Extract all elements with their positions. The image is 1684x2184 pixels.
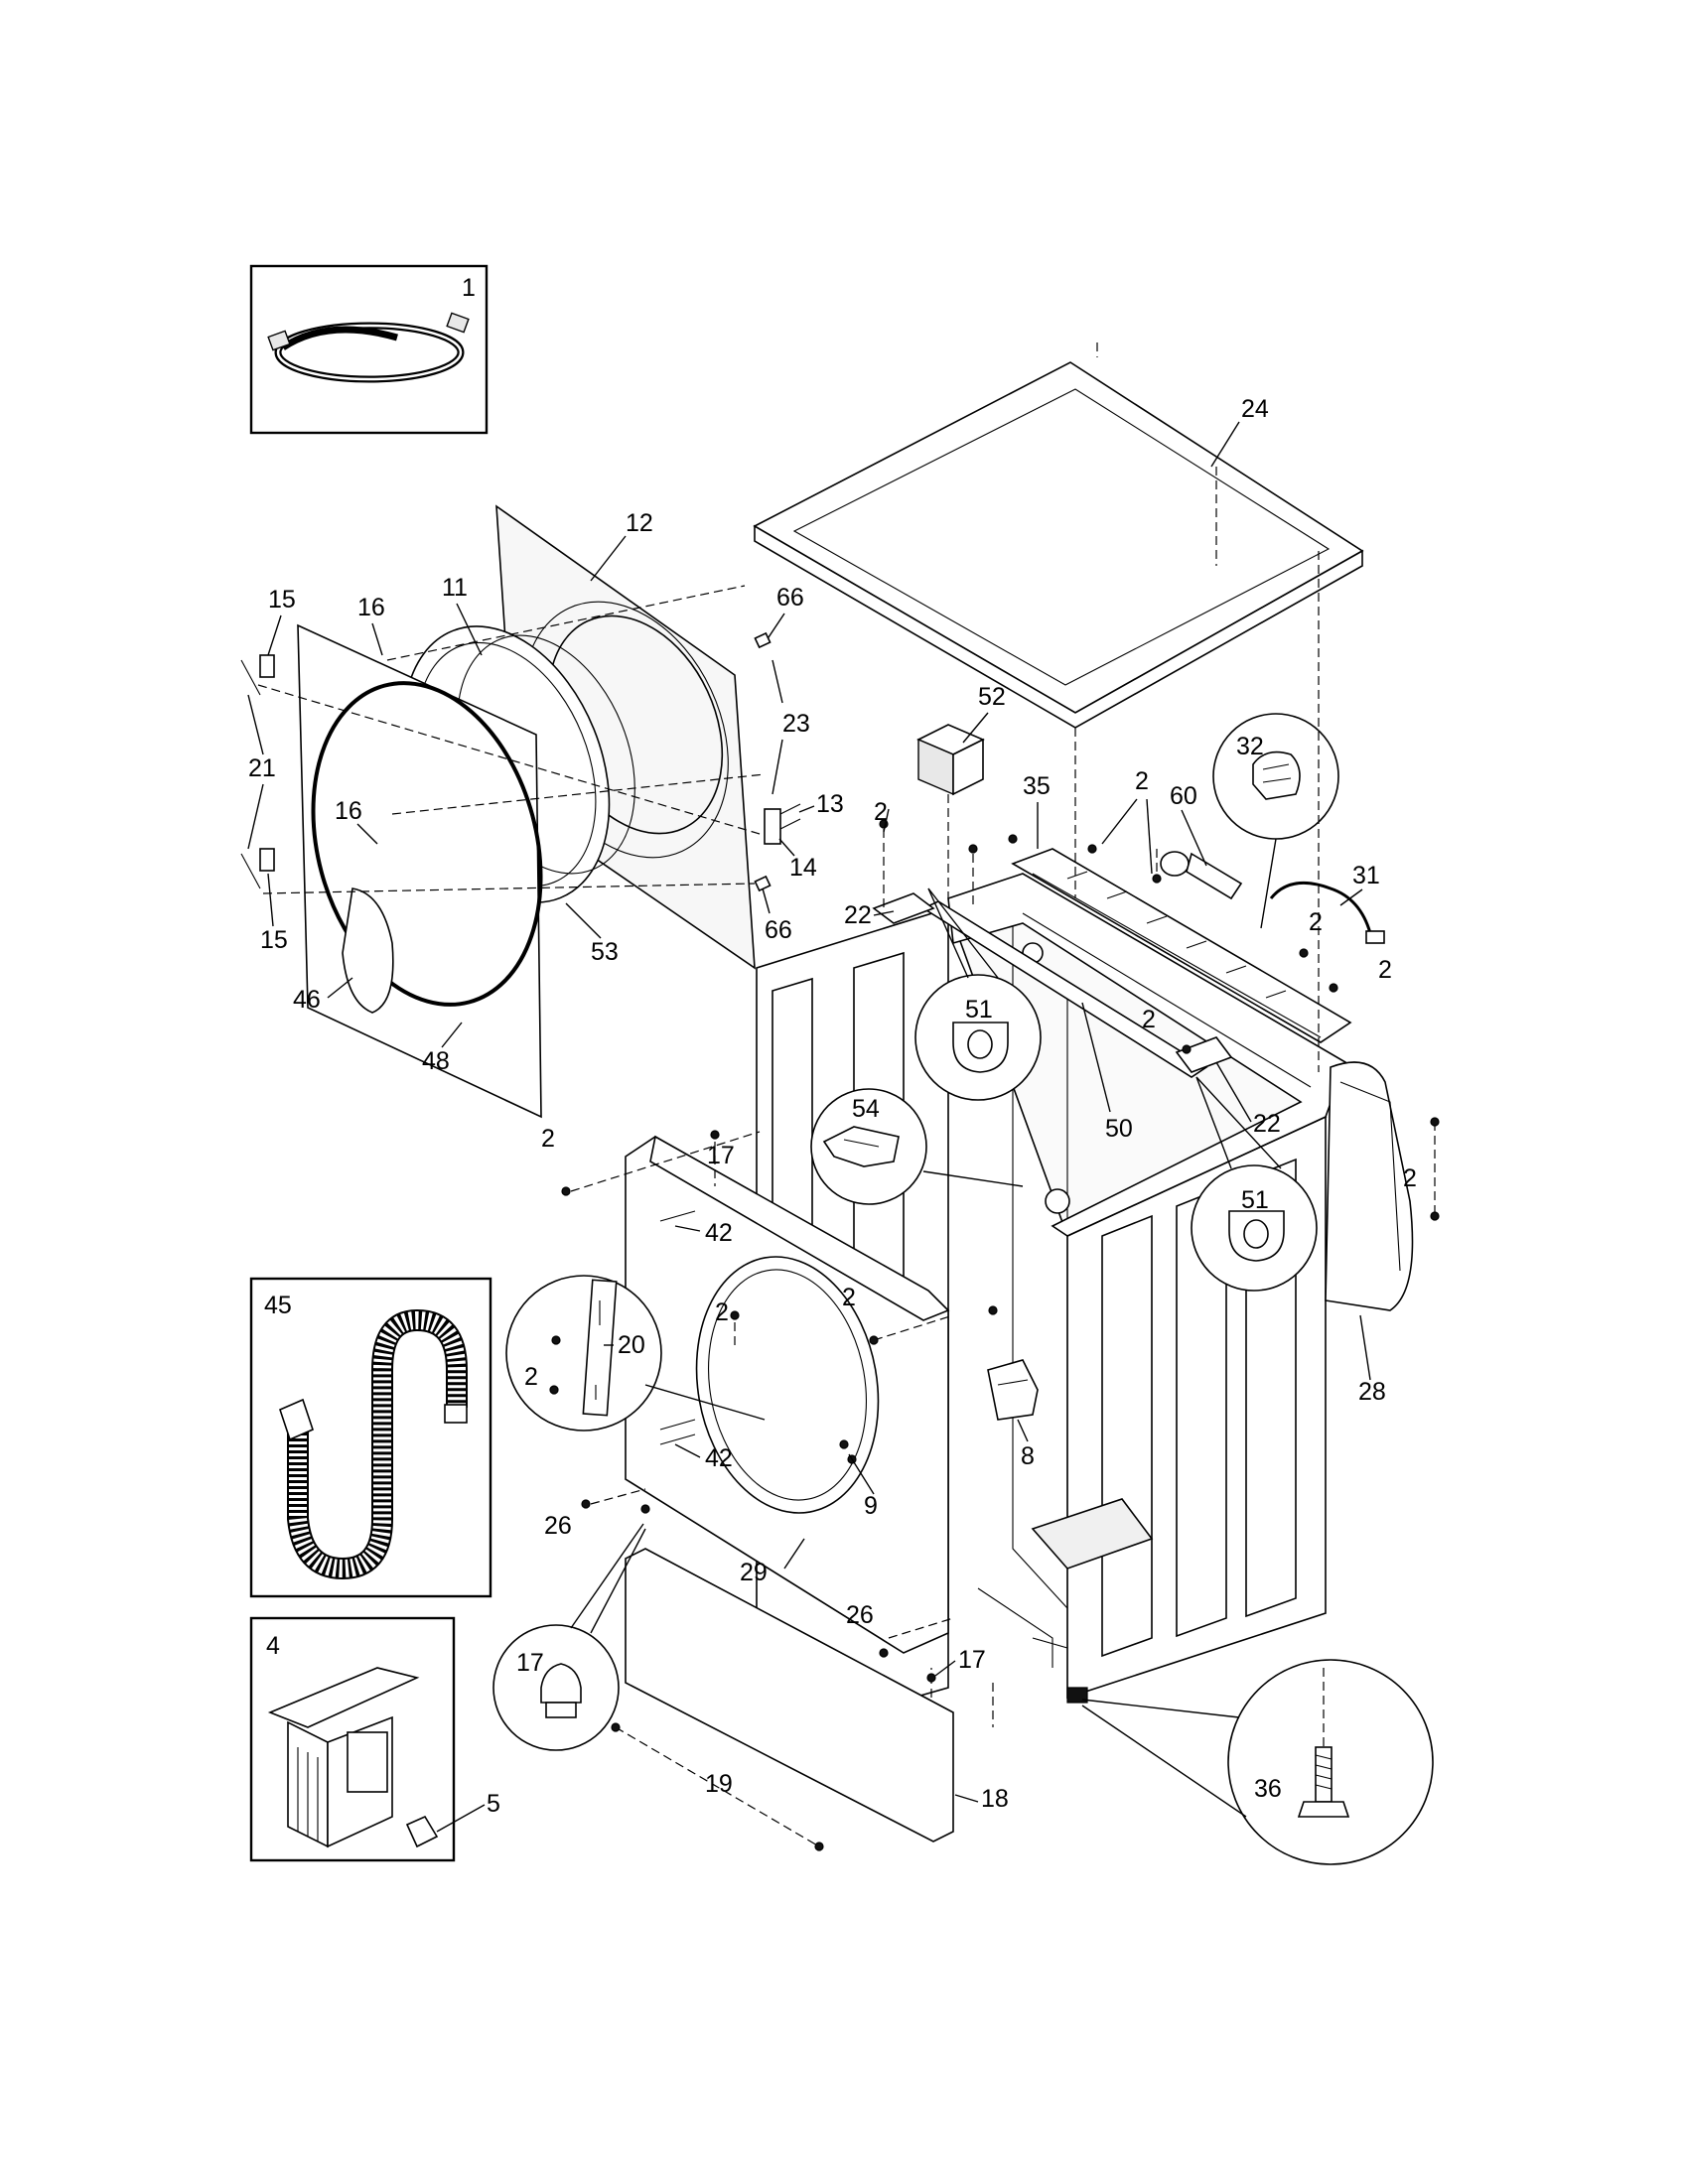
callout-51b: 51 — [1191, 1076, 1318, 1292]
label-21: 21 — [248, 754, 276, 782]
label-2i: 2 — [842, 1284, 856, 1311]
label-17b: 17 — [958, 1646, 986, 1674]
label-24: 24 — [1241, 395, 1269, 423]
top-panel-24: 24 — [753, 342, 1364, 729]
inset-inlet-hose: 1 — [249, 264, 489, 435]
label-16a: 16 — [357, 594, 385, 621]
label-4: 4 — [266, 1632, 280, 1660]
label-11: 11 — [442, 574, 468, 602]
inset-drain-hose: 45 — [249, 1277, 492, 1598]
inset-bracket: 4 5 — [249, 1616, 500, 1862]
callout-20: 20 2 — [505, 1275, 766, 1432]
label-8: 8 — [1021, 1442, 1035, 1470]
label-28: 28 — [1358, 1378, 1386, 1406]
label-32: 32 — [1236, 733, 1264, 760]
label-66b: 66 — [765, 916, 792, 944]
label-22a: 22 — [844, 901, 872, 929]
label-13: 13 — [816, 790, 844, 818]
callout-54: 54 — [810, 1088, 1024, 1205]
label-26a: 26 — [544, 1512, 572, 1540]
label-23: 23 — [782, 710, 810, 738]
label-16b: 16 — [335, 797, 362, 825]
label-2b: 2 — [874, 798, 888, 826]
label-15b: 15 — [260, 926, 288, 954]
label-50: 50 — [1105, 1115, 1133, 1143]
callout-51a: 51 — [914, 887, 1042, 1101]
label-2g: 2 — [1403, 1164, 1417, 1192]
label-52: 52 — [978, 683, 1006, 711]
label-17-callout: 17 — [516, 1649, 544, 1677]
door-assembly: 15 15 21 16 16 11 12 46 48 53 13 14 23 6… — [240, 504, 844, 1119]
label-1: 1 — [462, 274, 476, 302]
kick-panel-18: 18 — [625, 1548, 1009, 1843]
label-2-inset20: 2 — [524, 1363, 538, 1391]
label-66a: 66 — [776, 584, 804, 612]
label-60: 60 — [1170, 782, 1197, 810]
label-35: 35 — [1023, 772, 1051, 800]
label-12: 12 — [626, 509, 653, 537]
rail-50: 50 — [921, 900, 1208, 1143]
label-42b: 42 — [705, 1444, 733, 1472]
part-52: 52 — [916, 683, 1006, 898]
label-54: 54 — [852, 1095, 880, 1123]
control-bracket-35: 35 — [1011, 772, 1352, 1043]
label-53: 53 — [591, 938, 619, 966]
power-cord-31: 31 — [1269, 862, 1385, 944]
label-2a: 2 — [541, 1125, 555, 1153]
front-panel-29: 29 — [625, 1135, 950, 1654]
label-20: 20 — [618, 1331, 645, 1359]
label-22b: 22 — [1253, 1110, 1281, 1138]
label-51b: 51 — [1241, 1186, 1269, 1214]
label-48: 48 — [422, 1047, 450, 1075]
brackets-22: 22 22 — [844, 892, 1281, 1138]
label-15a: 15 — [268, 586, 296, 614]
label-51a: 51 — [965, 996, 993, 1024]
label-2h: 2 — [715, 1298, 729, 1326]
label-31: 31 — [1352, 862, 1380, 889]
screws-and-lines: 8 9 42 42 2 2 2 2 2 2 2 2 2 17 17 26 26 … — [541, 467, 1440, 1851]
label-2d: 2 — [1309, 908, 1323, 936]
label-45: 45 — [264, 1292, 292, 1319]
label-2f: 2 — [1142, 1006, 1156, 1033]
label-14: 14 — [789, 854, 817, 882]
side-panel-28: 28 — [1325, 1061, 1414, 1406]
callout-17: 17 — [492, 1523, 646, 1751]
label-18: 18 — [981, 1785, 1009, 1813]
label-2c: 2 — [1135, 767, 1149, 795]
label-19: 19 — [705, 1770, 733, 1798]
label-17a: 17 — [707, 1142, 735, 1169]
label-46: 46 — [293, 986, 321, 1014]
callout-32: 32 — [1212, 713, 1339, 929]
label-5: 5 — [487, 1790, 500, 1818]
label-42a: 42 — [705, 1219, 733, 1247]
part-60: 60 — [1160, 782, 1243, 900]
callout-36: 36 — [1081, 1659, 1434, 1865]
label-29: 29 — [740, 1559, 768, 1586]
label-9: 9 — [864, 1492, 878, 1520]
label-2e: 2 — [1378, 956, 1392, 984]
label-26b: 26 — [846, 1601, 874, 1629]
label-36: 36 — [1254, 1775, 1282, 1803]
